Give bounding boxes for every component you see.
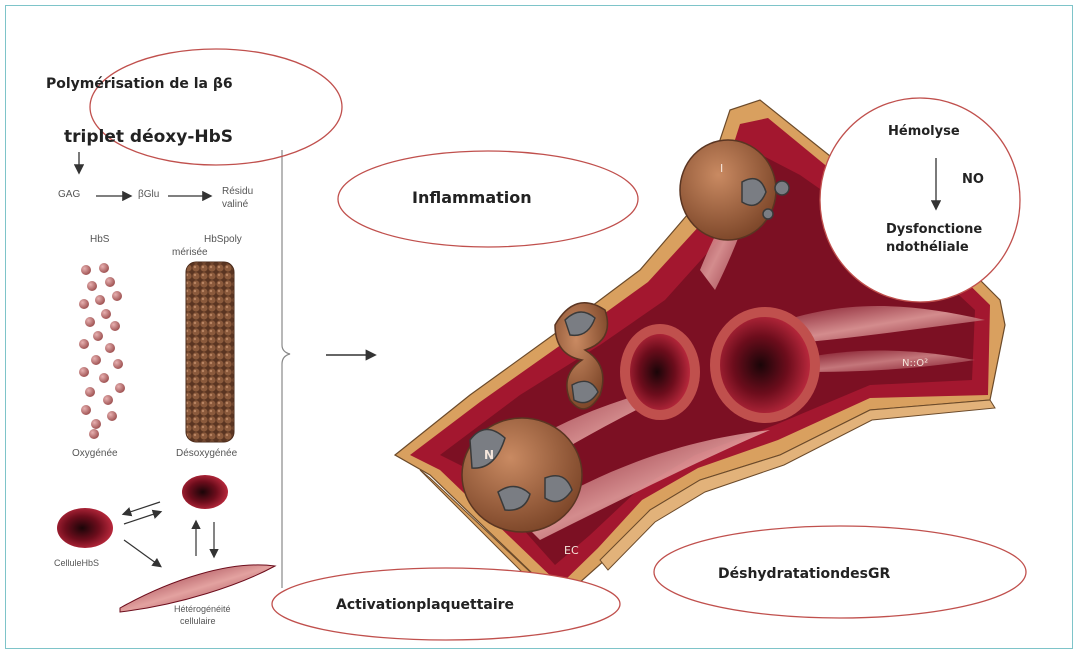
brace xyxy=(282,150,290,588)
chain-bglu: βGlu xyxy=(138,189,159,200)
vessel-label-n: N xyxy=(484,448,494,462)
hbs-cell-label: CelluleHbS xyxy=(54,558,99,568)
no-label: NO xyxy=(962,172,984,187)
polymer-fiber-bundle xyxy=(186,262,234,442)
dysfonction-label-2: ndothéliale xyxy=(886,240,969,255)
oxygenated-hbs-dots xyxy=(79,263,125,439)
hemolyse-label: Hémolyse xyxy=(888,124,960,139)
vessel-label-ec: EC xyxy=(564,544,579,557)
oxygenated-label: Oxygénée xyxy=(72,448,118,459)
triplet-subtitle: triplet déoxy-HbS xyxy=(64,127,233,147)
polymerisation-bubble xyxy=(90,49,342,165)
vessel-label-no2: N::O² xyxy=(902,358,928,369)
chain-valine: valiné xyxy=(222,199,248,210)
deshydratation-label: DéshydratationdesGR xyxy=(718,566,890,582)
polymerisation-title: Polymérisation de la β6 xyxy=(46,76,233,92)
activation-label: Activationplaquettaire xyxy=(336,597,514,613)
deoxygenated-label: Désoxygénée xyxy=(176,448,237,459)
leukocyte-large xyxy=(462,418,582,532)
red-blood-cell-small xyxy=(182,475,228,509)
hbs-poly-label-2: mérisée xyxy=(172,247,208,258)
hbs-cell xyxy=(57,508,113,548)
heterogeneity-label: Hétérogénéité xyxy=(174,604,231,614)
chain-residu: Résidu xyxy=(222,186,253,197)
dysfonction-label: Dysfonctione xyxy=(886,222,982,237)
vessel-label-i: I xyxy=(720,162,723,175)
hbs-poly-label: HbSpoly xyxy=(204,234,242,245)
inflammation-label: Inflammation xyxy=(412,188,532,207)
chain-gag: GAG xyxy=(58,189,80,200)
cell-transition-arrows xyxy=(124,502,214,566)
heterogeneity-label-2: cellulaire xyxy=(180,616,216,626)
hbs-label: HbS xyxy=(90,234,109,245)
